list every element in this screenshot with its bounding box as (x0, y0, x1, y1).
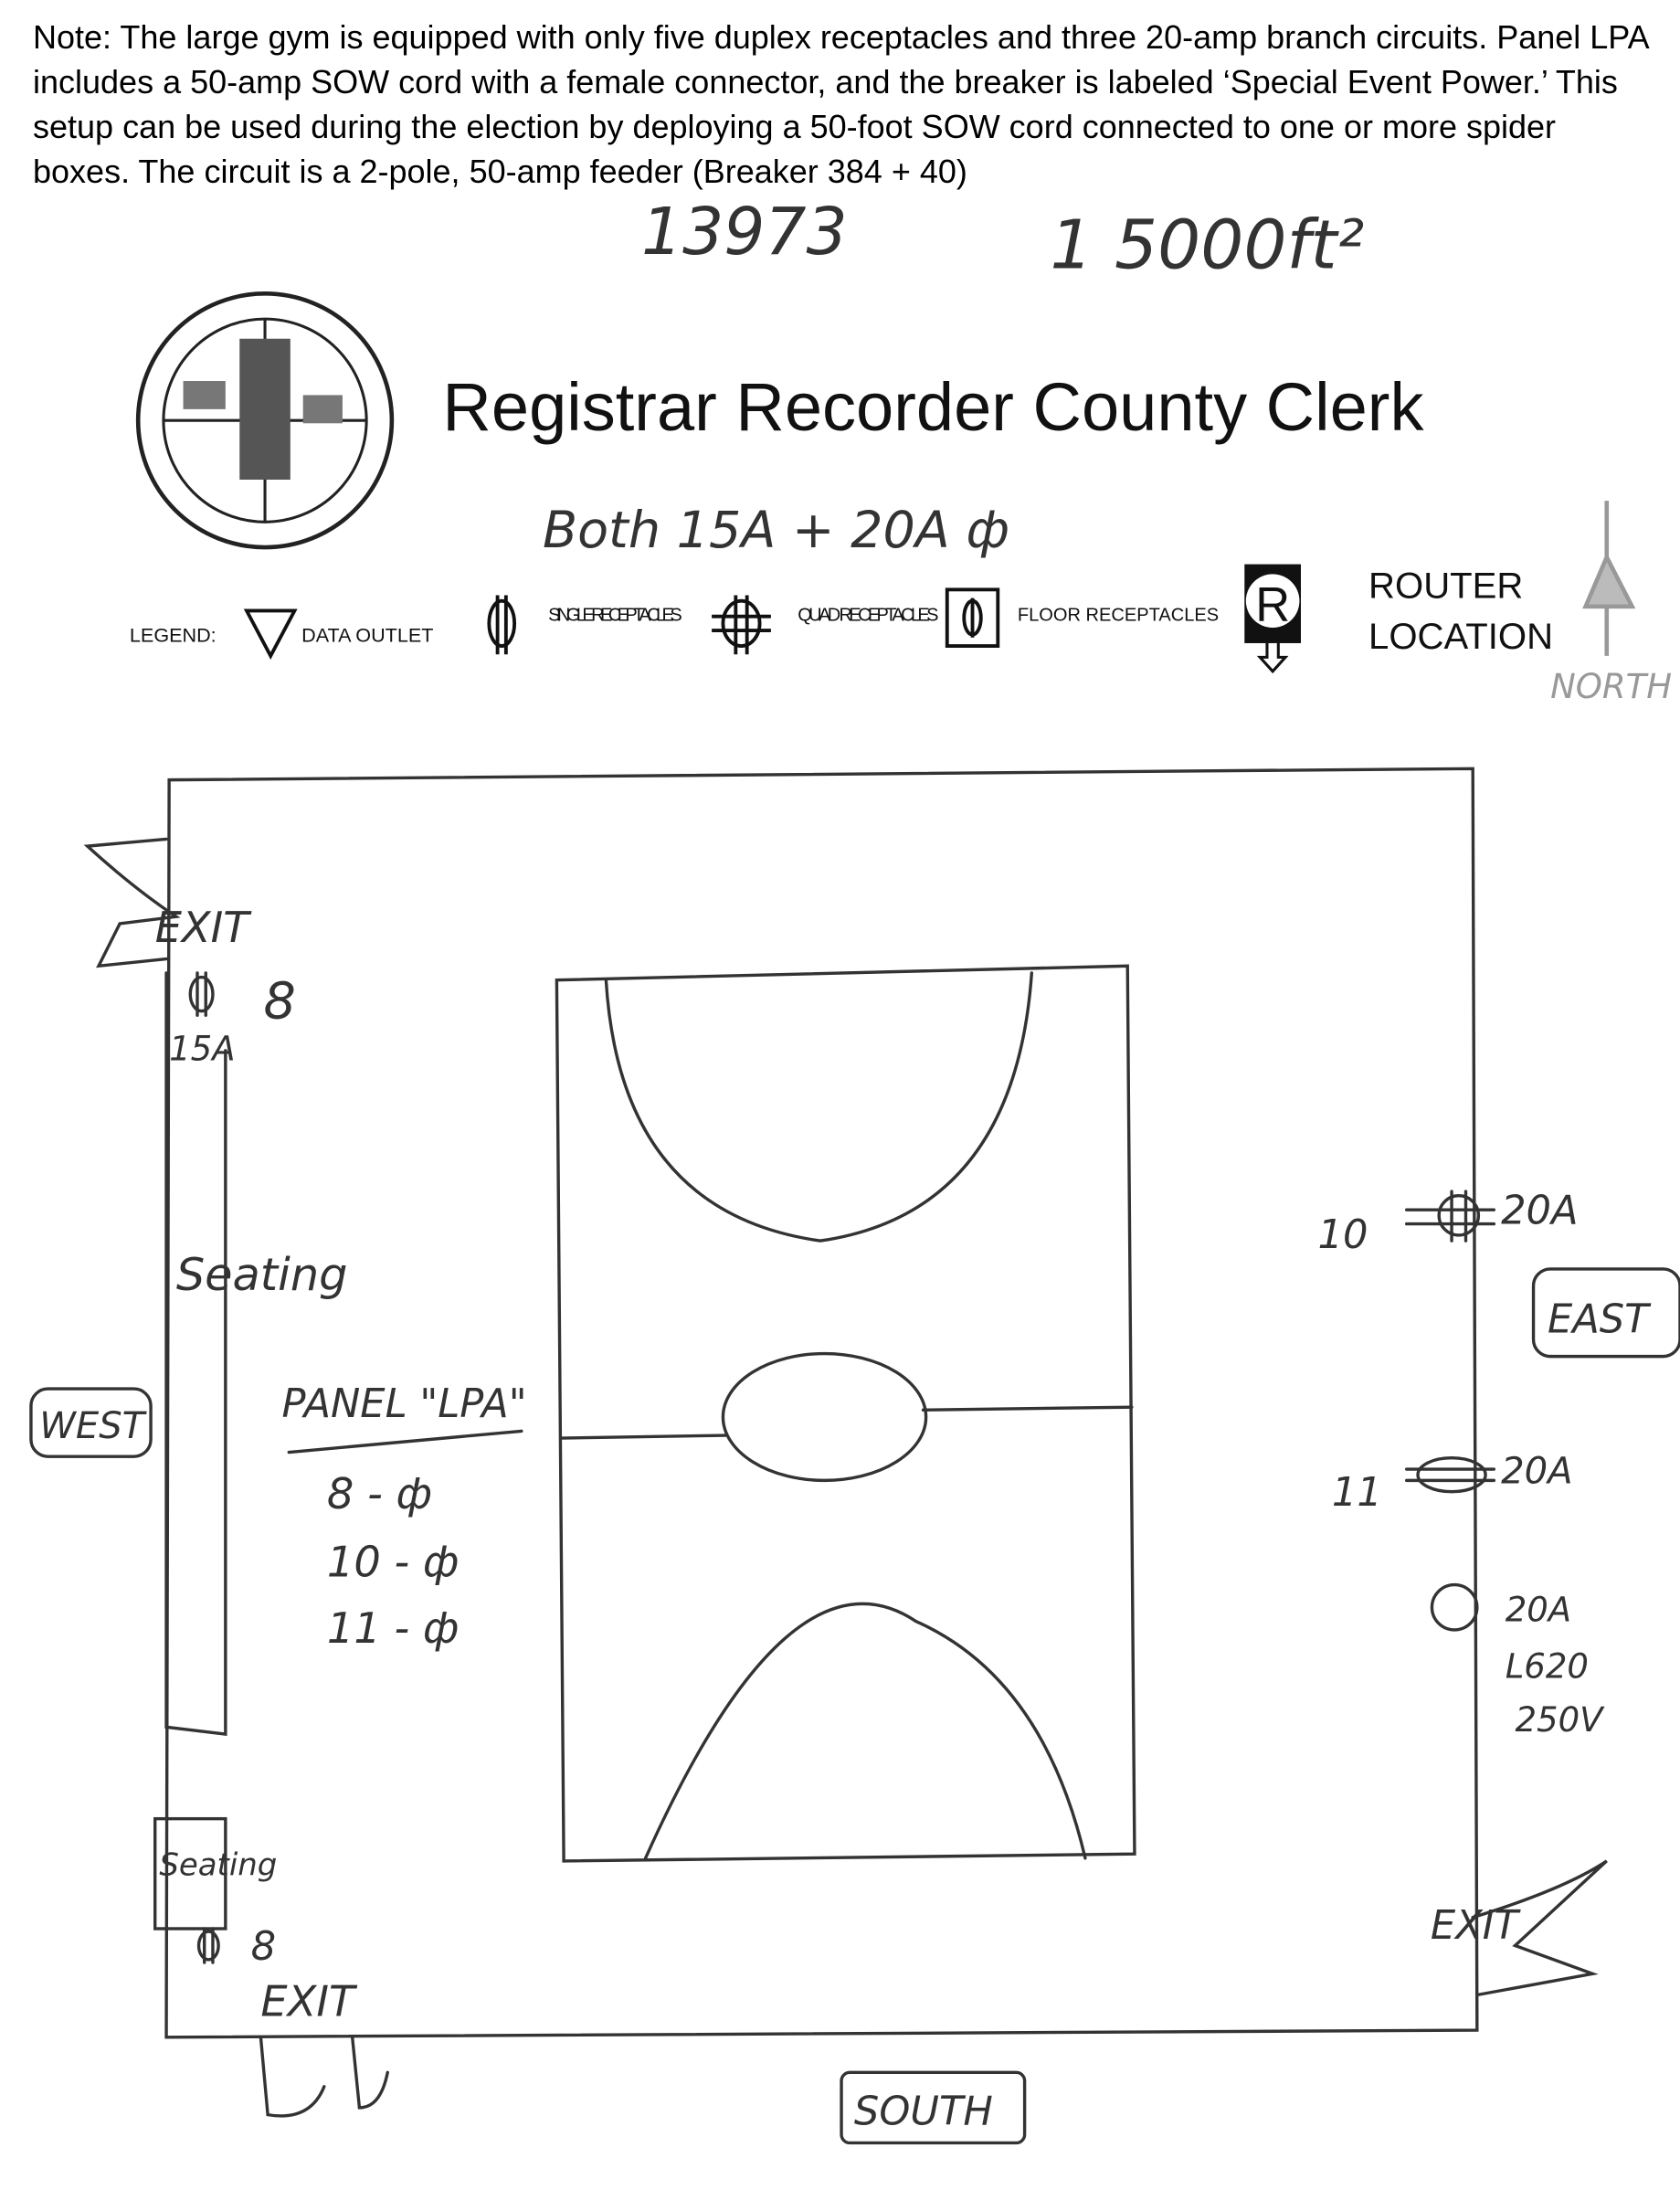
legend-router-line1: ROUTER (1368, 566, 1523, 607)
exit-nw-label: EXIT (155, 903, 253, 952)
handwritten-number: 13973 (641, 194, 848, 270)
outlet-nw-amperage: 15A (169, 1030, 235, 1069)
legend-floor-receptacles: FLOOR RECEPTACLES (1018, 605, 1219, 625)
quad-receptacle-east-icon (1405, 1190, 1496, 1243)
floor-receptacle-icon (945, 587, 1000, 648)
panel-lpa-title: PANEL "LPA" (282, 1381, 527, 1427)
outlet-east-10-number: 10 (1318, 1212, 1368, 1258)
west-seating-wall (164, 971, 227, 1736)
single-receptacle-east-icon (1405, 1455, 1496, 1494)
handwritten-amps-note: Both 15A + 20A ф (543, 501, 1009, 560)
legend-data-outlet: DATA OUTLET (301, 623, 433, 646)
panel-row: 11 - ф (327, 1603, 460, 1653)
data-outlet-icon (243, 608, 298, 660)
note-paragraph: Note: The large gym is equipped with onl… (33, 18, 1648, 190)
west-label-box (29, 1387, 153, 1458)
exit-sw-door-icon (259, 2036, 389, 2118)
basketball-court (555, 964, 1136, 1863)
handwritten-area: 1 5000ft² (1050, 206, 1364, 285)
south-label: SOUTH (854, 2089, 993, 2134)
outlet-east-11-number: 11 (1332, 1470, 1382, 1516)
outlet-east-11-amperage: 20A (1501, 1450, 1572, 1492)
outlet-sw-number: 8 (251, 1924, 276, 1970)
page-title: Registrar Recorder County Clerk (442, 369, 1424, 445)
east-label-box (1531, 1267, 1680, 1359)
quad-receptacle-icon (712, 595, 771, 655)
outlet-nw-number: 8 (264, 971, 296, 1031)
south-label-box (840, 2070, 1027, 2145)
panel-row: 8 - ф (327, 1469, 432, 1518)
legend-router-line2: LOCATION (1368, 617, 1553, 657)
north-arrow-icon (1582, 501, 1636, 656)
panel-underline (287, 1429, 523, 1455)
seating-sw-label: Seating (159, 1846, 277, 1883)
east-special-amperage: 20A (1506, 1591, 1571, 1630)
legend-quad-receptacles: QUAD RECEPTACLES (798, 605, 938, 625)
exit-nw-door-icon (83, 837, 181, 968)
single-receptacle-icon (487, 595, 517, 655)
legend-single-receptacles: SINGLE RECEPTACLES (548, 605, 682, 625)
single-receptacle-sw-icon (196, 1927, 220, 1964)
router-letter: R (1255, 578, 1290, 631)
outlet-east-10-amperage: 20A (1501, 1189, 1579, 1234)
twist-lock-receptacle-icon (1430, 1582, 1479, 1632)
east-special-type: L620 (1506, 1646, 1589, 1686)
seating-west-label: Seating (176, 1248, 348, 1301)
legend-label: LEGEND: (130, 623, 217, 646)
east-special-voltage: 250V (1515, 1700, 1605, 1740)
panel-row: 10 - ф (327, 1537, 460, 1586)
west-label: WEST (39, 1405, 147, 1447)
east-label: EAST (1548, 1296, 1652, 1342)
north-label: NORTH (1550, 667, 1672, 706)
county-seal-logo (135, 291, 395, 550)
single-receptacle-nw-icon (188, 971, 215, 1017)
seating-sw-box (153, 1816, 227, 1931)
exit-se-door-icon (1471, 1859, 1608, 1997)
router-location-icon: R (1244, 564, 1301, 674)
exit-se-label: EXIT (1431, 1903, 1522, 1949)
exit-sw-label: EXIT (260, 1977, 358, 2026)
